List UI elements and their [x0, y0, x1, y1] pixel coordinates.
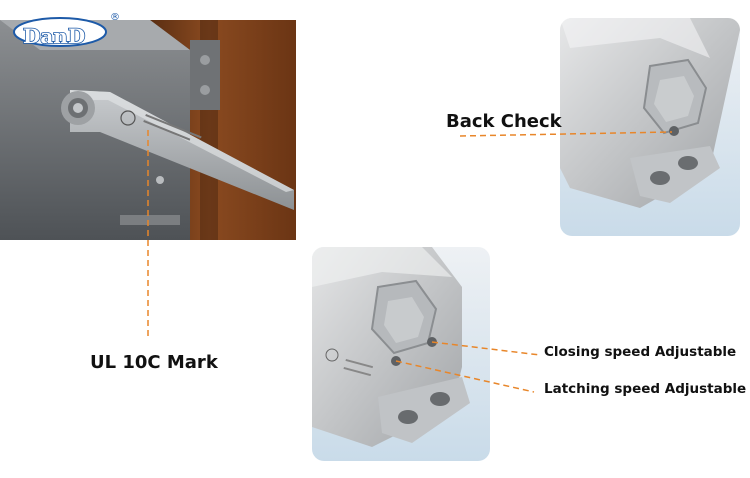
dand-logo: DanD ® [8, 8, 120, 49]
latching-speed-label: Latching speed Adjustable [544, 381, 747, 397]
closing-speed-label: Closing speed Adjustable [544, 344, 737, 360]
registered-mark: ® [110, 12, 120, 23]
logo-oval-icon [13, 17, 107, 47]
ul-10c-mark-label: UL 10C Mark [90, 352, 218, 373]
door-closer-arm-photo [0, 20, 296, 240]
logo-text: DanD [22, 23, 86, 49]
back-check-label: Back Check [446, 111, 562, 132]
door-closer-back-check-valve-photo [560, 18, 740, 236]
door-closer-speed-valves-photo [312, 247, 490, 461]
